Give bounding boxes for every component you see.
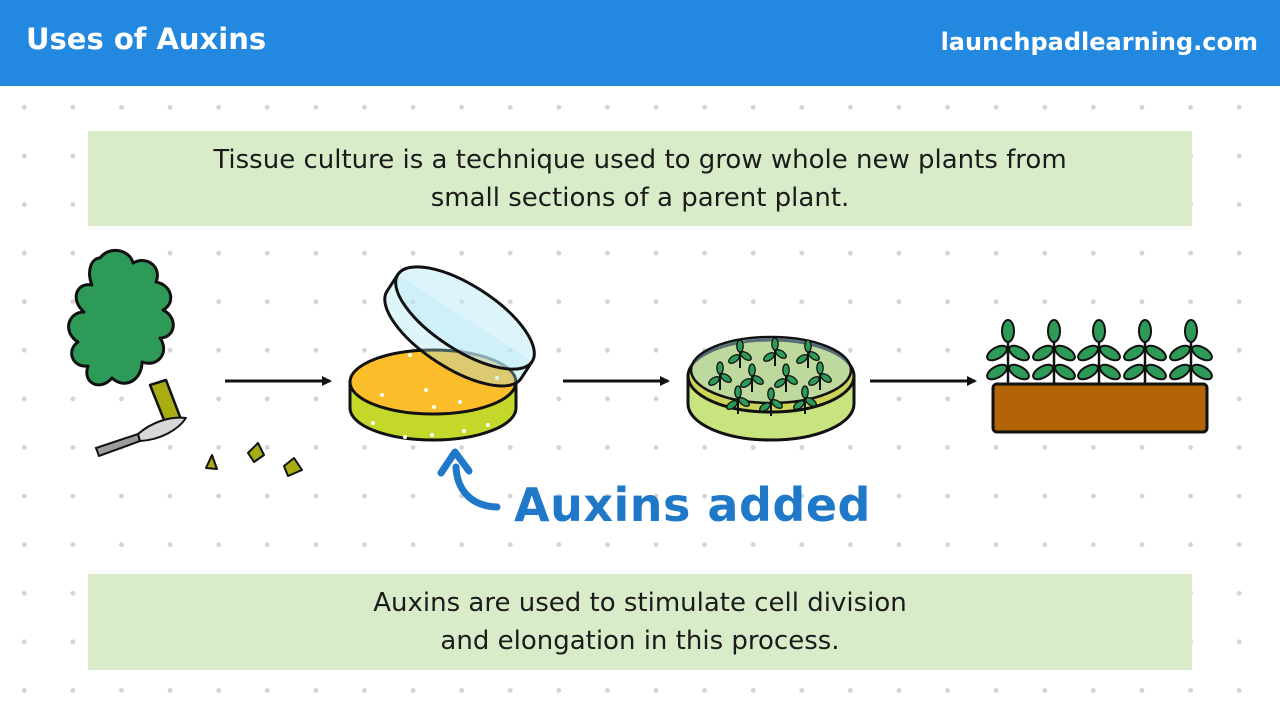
intro-text: Tissue culture is a technique used to gr… xyxy=(213,144,1067,213)
auxins-added-label: Auxins added xyxy=(514,478,871,532)
tissue-fragment-icon xyxy=(205,442,303,477)
intro-text-box: Tissue culture is a technique used to gr… xyxy=(88,131,1192,226)
site-name: launchpadlearning.com xyxy=(940,28,1258,56)
knife-icon xyxy=(94,416,187,458)
page-title: Uses of Auxins xyxy=(26,22,267,56)
plant-tray-icon xyxy=(983,318,1216,434)
header-bar: Uses of Auxins launchpadlearning.com xyxy=(0,0,1280,86)
leaf-cutting-icon xyxy=(67,248,184,432)
petri-dish-with-plantlets-icon xyxy=(686,335,856,442)
summary-text: Auxins are used to stimulate cell divisi… xyxy=(373,588,907,656)
annotation-arrow-icon xyxy=(437,448,501,511)
petri-dish-with-agar-icon xyxy=(348,265,536,442)
summary-text-box: Auxins are used to stimulate cell divisi… xyxy=(88,574,1192,670)
